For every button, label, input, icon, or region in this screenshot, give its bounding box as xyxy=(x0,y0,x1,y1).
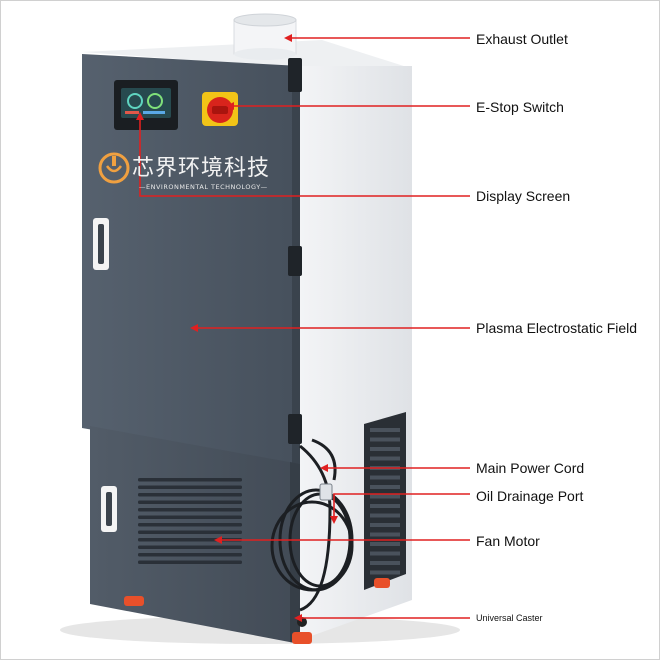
side-vent-slat xyxy=(370,542,400,546)
side-vent-slat xyxy=(370,523,400,527)
grille-slot xyxy=(138,500,242,504)
arrow-caster xyxy=(294,614,302,622)
side-vent-slat xyxy=(370,532,400,537)
side-vent-slat xyxy=(370,485,400,489)
grille-slot xyxy=(138,515,242,519)
fan-grille xyxy=(138,478,242,564)
arrow-oil-drainage xyxy=(330,516,338,524)
label-plasma-field: Plasma Electrostatic Field xyxy=(476,320,638,336)
exhaust-outlet xyxy=(233,13,297,60)
arrow-power-cord xyxy=(320,464,328,472)
grille-slot xyxy=(138,553,242,557)
side-vent-slat xyxy=(370,561,400,565)
estop-switch xyxy=(202,92,238,126)
arrow-display xyxy=(136,112,144,120)
grille-slot xyxy=(138,530,242,534)
arrow-plasma xyxy=(190,324,198,332)
brand-name-cn: 芯界环境科技 xyxy=(132,156,271,181)
arrow-fan-motor xyxy=(214,536,222,544)
side-vent-slat xyxy=(370,428,400,432)
grille-slot xyxy=(138,523,242,527)
side-vent-slat xyxy=(370,437,400,442)
arrow-exhaust xyxy=(284,34,292,42)
callout-line-display xyxy=(139,118,470,197)
side-vent-slat xyxy=(370,504,400,508)
grille-slot xyxy=(138,493,242,497)
label-main-power-cord: Main Power Cord xyxy=(476,460,585,476)
label-universal-caster: Universal Caster xyxy=(476,613,543,623)
display-screen xyxy=(114,80,178,130)
brand-logo xyxy=(98,152,130,184)
grille-slot xyxy=(138,485,242,489)
grille-slot xyxy=(138,545,242,549)
brand-name-en: —ENVIRONMENTAL TECHNOLOGY— xyxy=(139,183,268,191)
label-fan-motor: Fan Motor xyxy=(476,533,540,549)
door-hinges xyxy=(288,58,302,444)
arrow-estop xyxy=(226,102,234,110)
side-vent-slat xyxy=(370,551,400,556)
side-vent xyxy=(364,412,406,590)
side-vent-slat xyxy=(370,475,400,480)
label-display-screen: Display Screen xyxy=(476,188,571,204)
side-vent-slat xyxy=(370,456,400,461)
side-vent-slat xyxy=(370,513,400,518)
callout-line-oil-drainage xyxy=(333,493,470,518)
callout-lines xyxy=(139,37,470,619)
grille-slot xyxy=(138,478,242,482)
lower-handle xyxy=(101,486,117,532)
label-exhaust-outlet: Exhaust Outlet xyxy=(476,31,568,47)
grille-slot xyxy=(138,560,242,564)
side-vent-slat xyxy=(370,447,400,451)
grille-slot xyxy=(138,508,242,512)
callout-arrowheads xyxy=(136,34,338,622)
side-vent-slat xyxy=(370,494,400,499)
oil-drainage-port xyxy=(319,483,333,501)
door-handle xyxy=(93,218,109,270)
side-vent-slat xyxy=(370,570,400,575)
label-oil-drainage-port: Oil Drainage Port xyxy=(476,488,584,504)
front-door xyxy=(82,54,300,466)
label-estop-switch: E-Stop Switch xyxy=(476,99,564,115)
